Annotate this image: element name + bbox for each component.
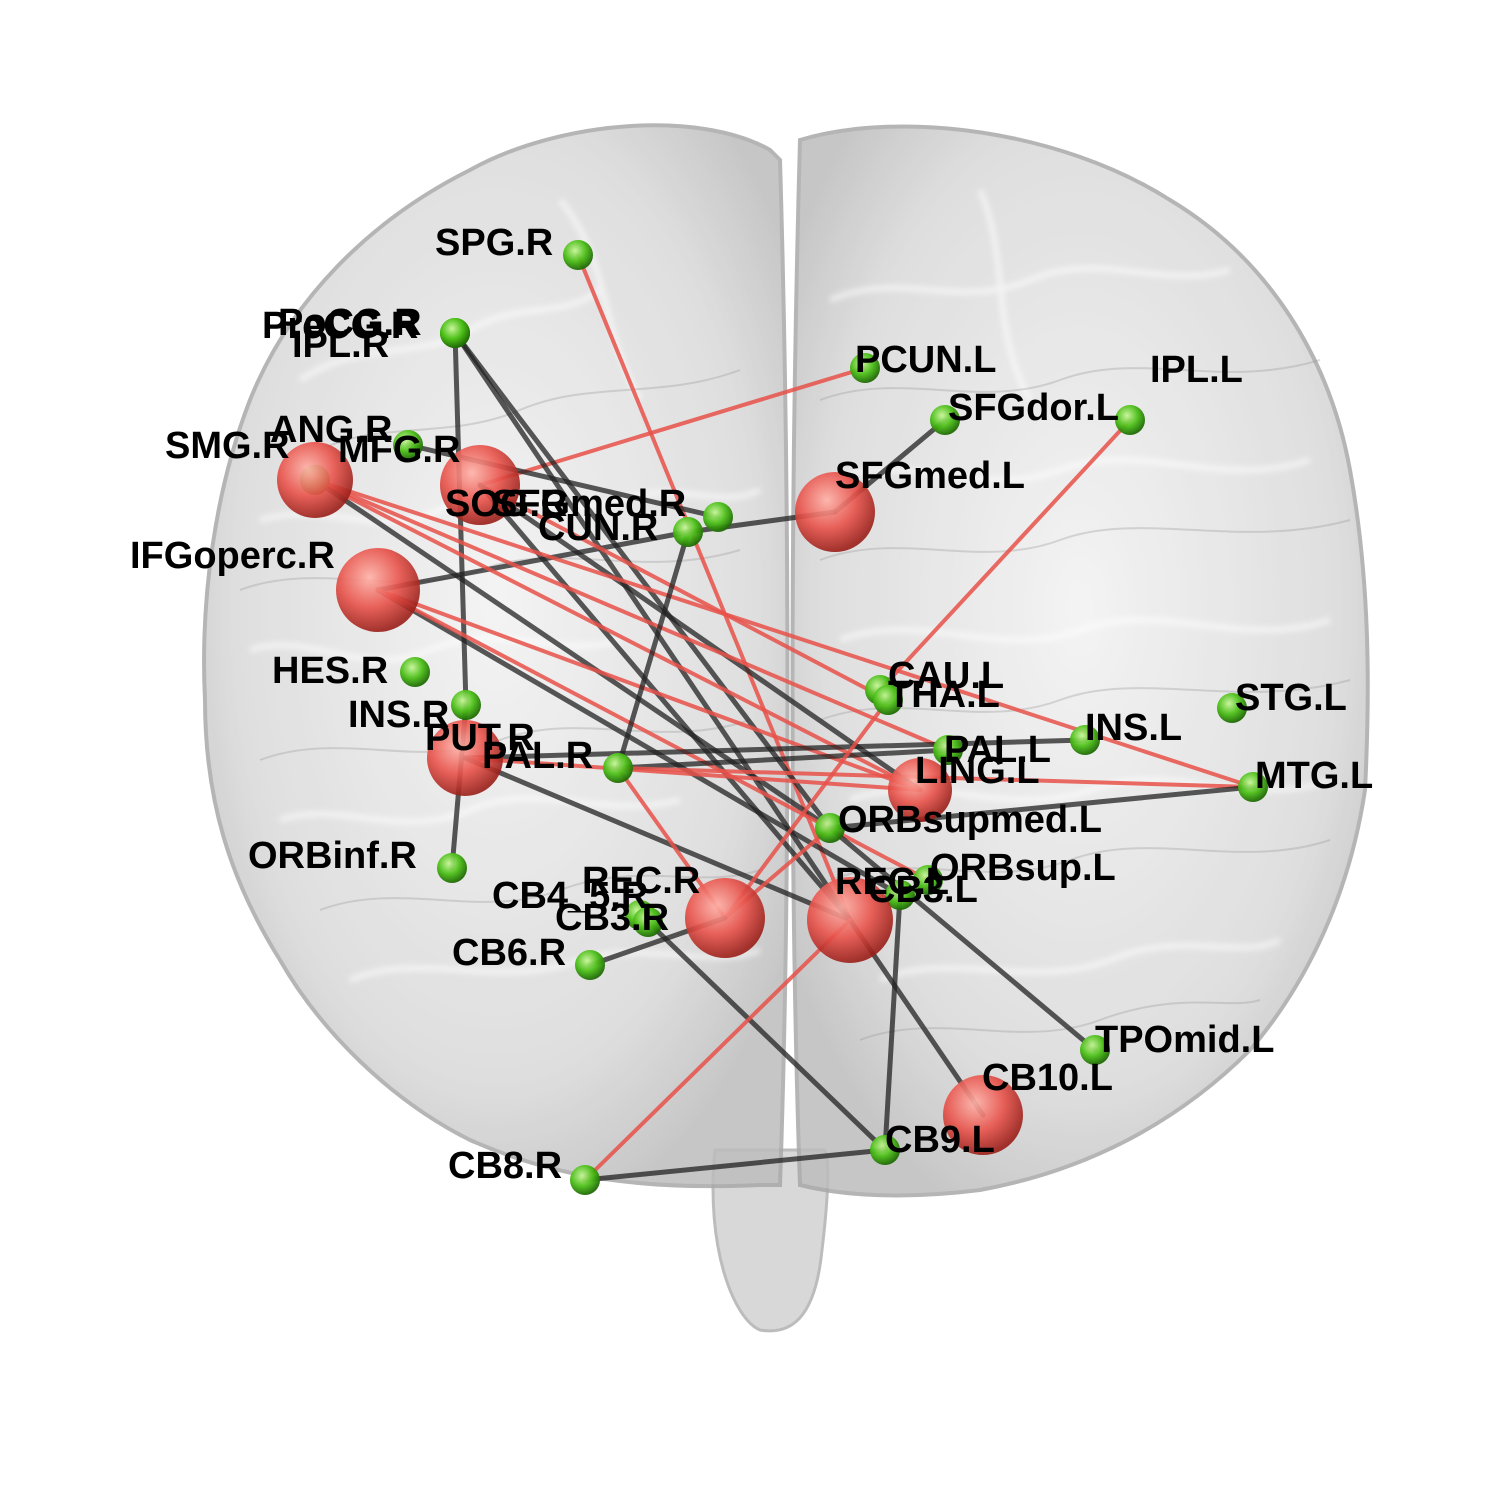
node-label-ANG.R: ANG.R: [270, 409, 392, 451]
node-label-REC.L: REC.L: [835, 861, 949, 903]
node-IFGoperc.R: [336, 548, 420, 632]
edge-SOG.R-REC.L: [477, 482, 853, 923]
node-label-ORBsup.L: ORBsup.L: [930, 847, 1116, 889]
node-SOG.R: [440, 445, 520, 525]
node-SFGdor.L: [930, 405, 960, 435]
edge-PUT.R-INS.L: [462, 737, 1088, 761]
node-label-CB3.L: CB3.L: [868, 869, 978, 911]
node-CUN.R: [673, 517, 703, 547]
node-label-PCUN.L: PCUN.L: [855, 339, 996, 381]
edge-PoCG.R-ORBsupmed.L: [452, 330, 833, 831]
node-PCUN.L: [850, 353, 880, 383]
node-ORBinf.R: [437, 853, 467, 883]
node-label-SFGmed.R: SFGmed.R: [492, 483, 686, 525]
node-CB6.R: [575, 950, 605, 980]
node-PUT.R: [427, 720, 503, 796]
node-STG.L: [1217, 693, 1247, 723]
node-label-CB4_5.R: CB4_5.R: [492, 875, 648, 917]
edge-PoCG.R-REC.L: [452, 330, 853, 923]
edge-PAL.R-PAL.L: [615, 747, 951, 771]
edge-SOG.R-THA.L: [478, 483, 890, 702]
node-REC.L: [807, 877, 893, 963]
node-label-IPL.R: IPL.R: [292, 324, 389, 366]
node-label-PAL.L: PAL.L: [944, 729, 1051, 771]
node-label-REC.R: REC.R: [582, 860, 700, 902]
node-TPOmid.L: [1080, 1035, 1110, 1065]
node-ORBsupmed.L: [815, 813, 845, 843]
node-label-SOG.R: SOG.R: [445, 483, 567, 525]
node-label-PUT.R: PUT.R: [425, 717, 535, 759]
edge-ORBsupmed.L-TPOmid.L: [827, 825, 1098, 1053]
node-label-CB8.R: CB8.R: [448, 1145, 562, 1187]
edge-CUN.R-IFGoperc.R: [375, 529, 691, 593]
node-CB8.R: [570, 1165, 600, 1195]
node-label-INS.R: INS.R: [348, 694, 449, 736]
edge-PUT.R-REC.L: [462, 755, 853, 923]
node-label-HES.R: HES.R: [272, 650, 388, 692]
edge-CB3.L-CB9.L: [882, 892, 903, 1153]
node-label-SMG.R: SMG.R: [165, 425, 290, 467]
edge-PAL.R-CUN.R: [615, 529, 691, 771]
node-label-INS.L: INS.L: [1085, 707, 1182, 749]
edge-ORBsupmed.L-MTG.L: [827, 784, 1256, 831]
node-MFG.R: [393, 430, 423, 460]
node-label-CB10.L: CB10.L: [982, 1057, 1113, 1099]
edge-ANG.R-LING.L: [313, 478, 922, 792]
node-IPL.R: [440, 318, 470, 348]
edge-ANG.R-PAL.L: [313, 478, 950, 752]
node-label-PreCG.R: PreCG.R: [262, 305, 418, 347]
node-label-PoCG.R: PoCG.R: [278, 302, 422, 344]
node-label-STG.L: STG.L: [1235, 677, 1347, 719]
node-CB9.L: [870, 1135, 900, 1165]
edge-CB3.R-CB9.L: [645, 919, 888, 1153]
node-REC.R: [685, 878, 765, 958]
node-label-SFGmed.L: SFGmed.L: [835, 455, 1025, 497]
node-CB10.L: [943, 1075, 1023, 1155]
node-INS.L: [1070, 725, 1100, 755]
node-label-TPOmid.L: TPOmid.L: [1095, 1019, 1274, 1061]
edge-SOG.R-LING.L: [477, 482, 923, 793]
node-label-SFGdor.L: SFGdor.L: [948, 387, 1119, 429]
node-MTG.L: [1238, 772, 1268, 802]
node-LING.L: [888, 758, 952, 822]
edge-CB8.R-CB9.L: [582, 1147, 888, 1183]
node-label-SPG.R: SPG.R: [435, 222, 553, 264]
node-SFGmed.L: [795, 472, 875, 552]
node-CB3.L: [885, 880, 915, 910]
node-ANG.R: [277, 442, 353, 518]
node-label-LING.L: LING.L: [915, 750, 1040, 792]
node-label-THA.L: THA.L: [888, 674, 1000, 716]
node-SFGmed.R: [703, 502, 733, 532]
node-label-CB6.R: CB6.R: [452, 932, 566, 974]
edge-PUT.R-LING.L: [463, 756, 922, 792]
edge-CB8.R-REC.L: [583, 918, 852, 1182]
node-label-MTG.L: MTG.L: [1255, 755, 1373, 797]
node-label-CB3.R: CB3.R: [555, 897, 669, 939]
node-IPL.L: [1115, 405, 1145, 435]
node-label-CB9.L: CB9.L: [885, 1119, 995, 1161]
node-label-CAU.L: CAU.L: [888, 655, 1004, 697]
node-CB3.R: [633, 907, 663, 937]
node-THA.L: [873, 685, 903, 715]
edge-IPL.L-CAU.L: [878, 418, 1132, 692]
node-label-IPL.L: IPL.L: [1150, 349, 1243, 391]
node-PAL.L: [933, 735, 963, 765]
node-SPG.R: [563, 240, 593, 270]
node-label-ORBsupmed.L: ORBsupmed.L: [838, 799, 1102, 841]
nodes: [277, 240, 1268, 1195]
node-INS.R: [451, 690, 481, 720]
node-PAL.R: [603, 753, 633, 783]
node-HES.R: [400, 657, 430, 687]
node-label-CUN.R: CUN.R: [538, 507, 658, 549]
left-hemisphere-shell: [790, 124, 1370, 1198]
node-label-IFGoperc.R: IFGoperc.R: [130, 535, 335, 577]
node-label-PAL.R: PAL.R: [482, 735, 593, 777]
edge-THA.L-REC.R: [723, 698, 890, 920]
node-ORBsup.L: [913, 865, 943, 895]
node-label-ORBinf.R: ORBinf.R: [248, 835, 417, 877]
node-label-MFG.R: MFG.R: [338, 429, 460, 471]
